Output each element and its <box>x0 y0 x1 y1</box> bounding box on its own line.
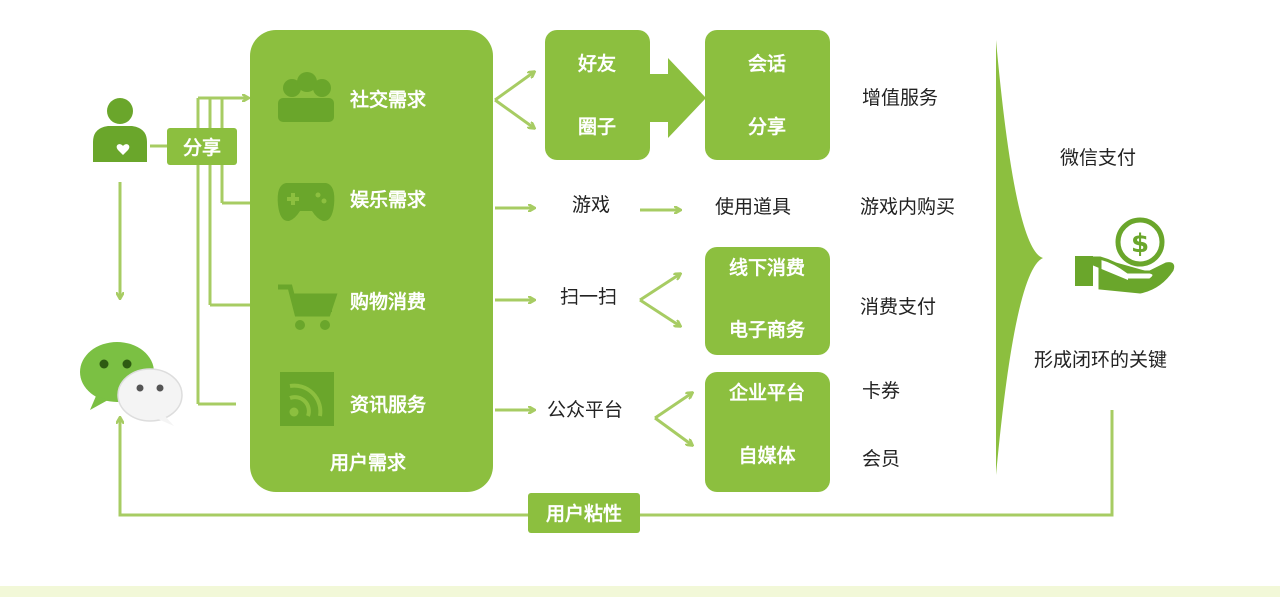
need-shopping: 购物消费 <box>350 290 426 313</box>
outcome-payment: 消费支付 <box>860 296 936 318</box>
social-share: 分享 <box>748 115 786 138</box>
outcome-value-added: 增值服务 <box>862 87 938 109</box>
need-entertainment: 娱乐需求 <box>350 188 427 211</box>
stickiness-label: 用户粘性 <box>546 502 622 525</box>
platform-public: 公众平台 <box>547 399 623 421</box>
outcome-member: 会员 <box>862 448 900 470</box>
social-moments: 圈子 <box>578 116 616 138</box>
outcome-in-game: 游戏内购买 <box>860 196 955 218</box>
need-news: 资讯服务 <box>350 393 427 416</box>
arrow-to-offline <box>639 274 680 302</box>
loop-line-left <box>120 418 528 517</box>
user-heart-icon <box>93 98 147 162</box>
dollar-hand-icon: $ <box>1075 217 1175 294</box>
wechat-pay-label: 微信支付 <box>1060 147 1136 169</box>
closing-chevron <box>996 40 1043 475</box>
social-big-arrow <box>650 58 706 138</box>
offline-ecommerce-box <box>705 247 830 355</box>
arrow-to-friends <box>494 72 534 102</box>
outcome-coupon: 卡券 <box>862 380 900 402</box>
enterprise-selfmedia-box <box>705 372 830 492</box>
bottom-band <box>0 586 1280 597</box>
svg-text:$: $ <box>1131 229 1149 259</box>
user-needs-title: 用户需求 <box>330 451 407 474</box>
need-social: 社交需求 <box>349 88 427 111</box>
arrow-to-enterprise <box>654 393 692 420</box>
arrow-to-self-media <box>654 416 692 445</box>
shopping-cart-icon <box>278 284 338 330</box>
social-chat: 会话 <box>748 52 786 75</box>
platform-self-media: 自媒体 <box>738 444 796 467</box>
loop-line-right <box>640 410 1114 517</box>
wechat-logo-icon <box>80 342 183 426</box>
group-people-icon <box>278 72 334 122</box>
arrow-to-ecommerce <box>639 298 680 326</box>
rss-feed-icon <box>280 372 334 426</box>
closed-loop-label: 形成闭环的关键 <box>1034 349 1167 371</box>
stickiness-box <box>528 493 640 533</box>
entertainment-game: 游戏 <box>572 194 610 216</box>
shopping-ecommerce: 电子商务 <box>729 318 806 341</box>
social-friends: 好友 <box>577 52 616 75</box>
arrow-to-moments <box>494 98 534 128</box>
share-label: 分享 <box>183 136 221 159</box>
platform-enterprise: 企业平台 <box>728 381 805 404</box>
shopping-offline: 线下消费 <box>729 256 805 279</box>
shopping-scan: 扫一扫 <box>560 286 617 308</box>
chat-share-box <box>705 30 830 160</box>
entertainment-props: 使用道具 <box>715 196 791 218</box>
friends-moments-box <box>545 30 650 160</box>
share-box <box>167 128 237 165</box>
gamepad-icon <box>277 183 335 222</box>
